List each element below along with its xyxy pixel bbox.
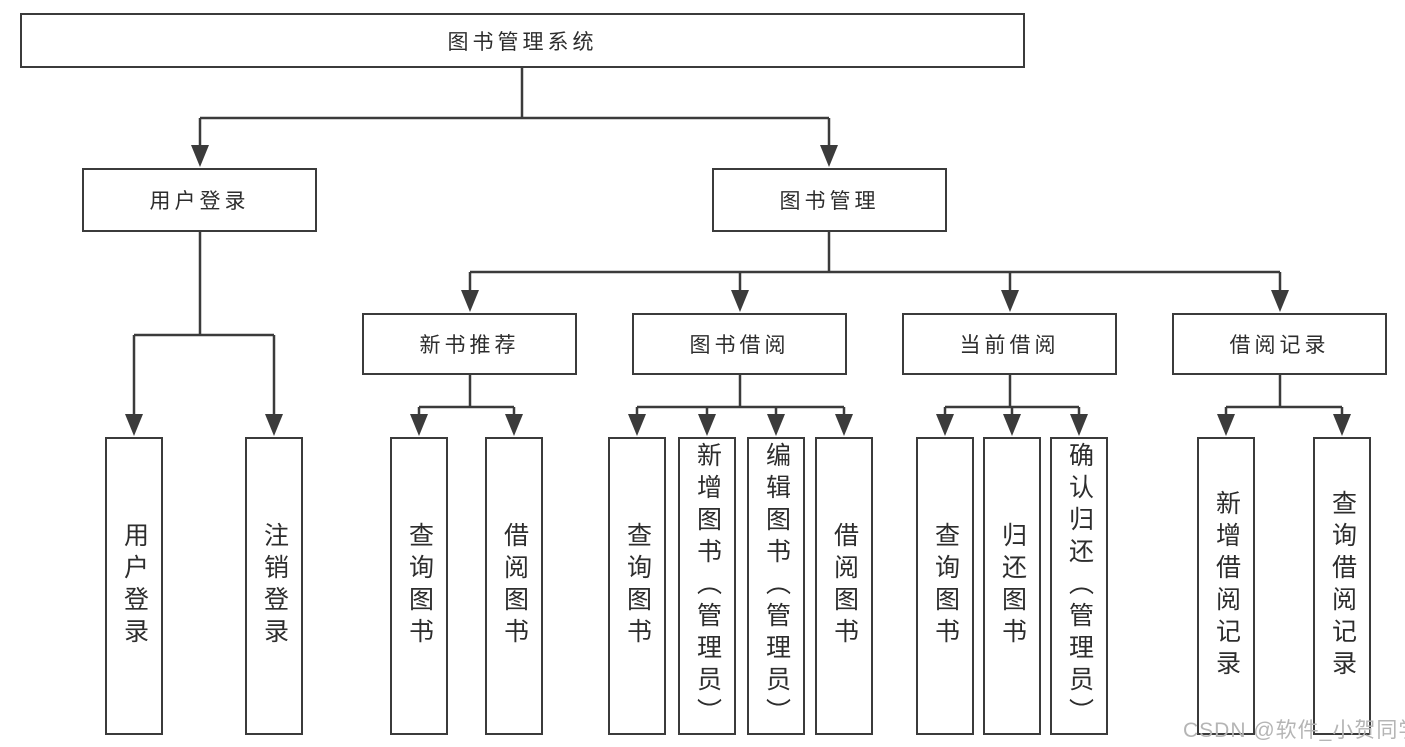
arrowhead-icon bbox=[698, 414, 716, 436]
node-label: 当前借阅 bbox=[959, 334, 1060, 357]
arrowhead-icon bbox=[461, 290, 479, 312]
arrowhead-icon bbox=[1333, 414, 1351, 436]
connector-new-book bbox=[417, 375, 516, 420]
node-label: 归还图书 bbox=[998, 522, 1027, 650]
node-label: 图书借阅 bbox=[689, 334, 790, 357]
connector-user-login bbox=[132, 232, 276, 420]
node-borrow-records: 借阅记录 bbox=[1172, 313, 1387, 375]
node-label: 查询借阅记录 bbox=[1328, 490, 1357, 682]
connector-book-borrowing bbox=[635, 375, 846, 420]
arrowhead-icon bbox=[410, 414, 428, 436]
node-book-borrowing: 图书借阅 bbox=[632, 313, 847, 375]
node-label: 新书推荐 bbox=[419, 334, 520, 357]
node-borrow-books-leaf: 借阅图书 bbox=[815, 437, 873, 735]
node-label: 注销登录 bbox=[260, 522, 289, 650]
node-label: 借阅记录 bbox=[1229, 334, 1330, 357]
watermark: CSDN @软件_小贺同学 bbox=[1183, 719, 1405, 742]
arrowhead-icon bbox=[767, 414, 785, 436]
node-query-books-borrowing: 查询图书 bbox=[608, 437, 666, 735]
node-label: 新增借阅记录 bbox=[1212, 490, 1241, 682]
node-label: 借阅图书 bbox=[830, 522, 859, 650]
arrowhead-icon bbox=[191, 145, 209, 167]
node-add-borrow-record: 新增借阅记录 bbox=[1197, 437, 1255, 735]
connector-current-borrowing bbox=[943, 375, 1081, 420]
node-book-management: 图书管理 bbox=[712, 168, 947, 232]
node-query-books-current: 查询图书 bbox=[916, 437, 974, 735]
node-user-login-leaf: 用户登录 bbox=[105, 437, 163, 735]
connector-borrow-records bbox=[1224, 375, 1344, 420]
arrowhead-icon bbox=[820, 145, 838, 167]
node-label: 用户登录 bbox=[149, 190, 250, 213]
node-label: 用户登录 bbox=[120, 522, 149, 650]
arrowhead-icon bbox=[835, 414, 853, 436]
arrowhead-icon bbox=[1070, 414, 1088, 436]
node-label: 图书管理 bbox=[779, 190, 880, 213]
arrowhead-icon bbox=[505, 414, 523, 436]
node-label: 借阅图书 bbox=[500, 522, 529, 650]
arrowhead-icon bbox=[1217, 414, 1235, 436]
node-current-borrowing: 当前借阅 bbox=[902, 313, 1117, 375]
connector-root bbox=[198, 68, 831, 152]
node-return-books: 归还图书 bbox=[983, 437, 1041, 735]
node-label: 新增图书（管理员） bbox=[693, 442, 722, 730]
node-label: 查询图书 bbox=[623, 522, 652, 650]
node-query-borrow-record: 查询借阅记录 bbox=[1313, 437, 1371, 735]
node-user-login: 用户登录 bbox=[82, 168, 317, 232]
arrowhead-icon bbox=[628, 414, 646, 436]
arrowhead-icon bbox=[731, 290, 749, 312]
node-label: 编辑图书（管理员） bbox=[762, 442, 791, 730]
node-label: 图书管理系统 bbox=[447, 30, 598, 54]
arrowhead-icon bbox=[936, 414, 954, 436]
arrowhead-icon bbox=[1271, 290, 1289, 312]
node-library-system: 图书管理系统 bbox=[20, 13, 1025, 68]
node-label: 查询图书 bbox=[405, 522, 434, 650]
node-label: 查询图书 bbox=[931, 522, 960, 650]
arrowhead-icon bbox=[1003, 414, 1021, 436]
node-logout-leaf: 注销登录 bbox=[245, 437, 303, 735]
node-label: 确认归还（管理员） bbox=[1065, 442, 1094, 730]
node-confirm-return-admin: 确认归还（管理员） bbox=[1050, 437, 1108, 735]
node-edit-books-admin: 编辑图书（管理员） bbox=[747, 437, 805, 735]
node-borrow-books-recommend: 借阅图书 bbox=[485, 437, 543, 735]
arrowhead-icon bbox=[125, 414, 143, 436]
arrowhead-icon bbox=[265, 414, 283, 436]
node-new-book-recommend: 新书推荐 bbox=[362, 313, 577, 375]
connector-book-management bbox=[468, 232, 1282, 297]
node-add-books-admin: 新增图书（管理员） bbox=[678, 437, 736, 735]
arrowhead-icon bbox=[1001, 290, 1019, 312]
node-query-books-recommend: 查询图书 bbox=[390, 437, 448, 735]
